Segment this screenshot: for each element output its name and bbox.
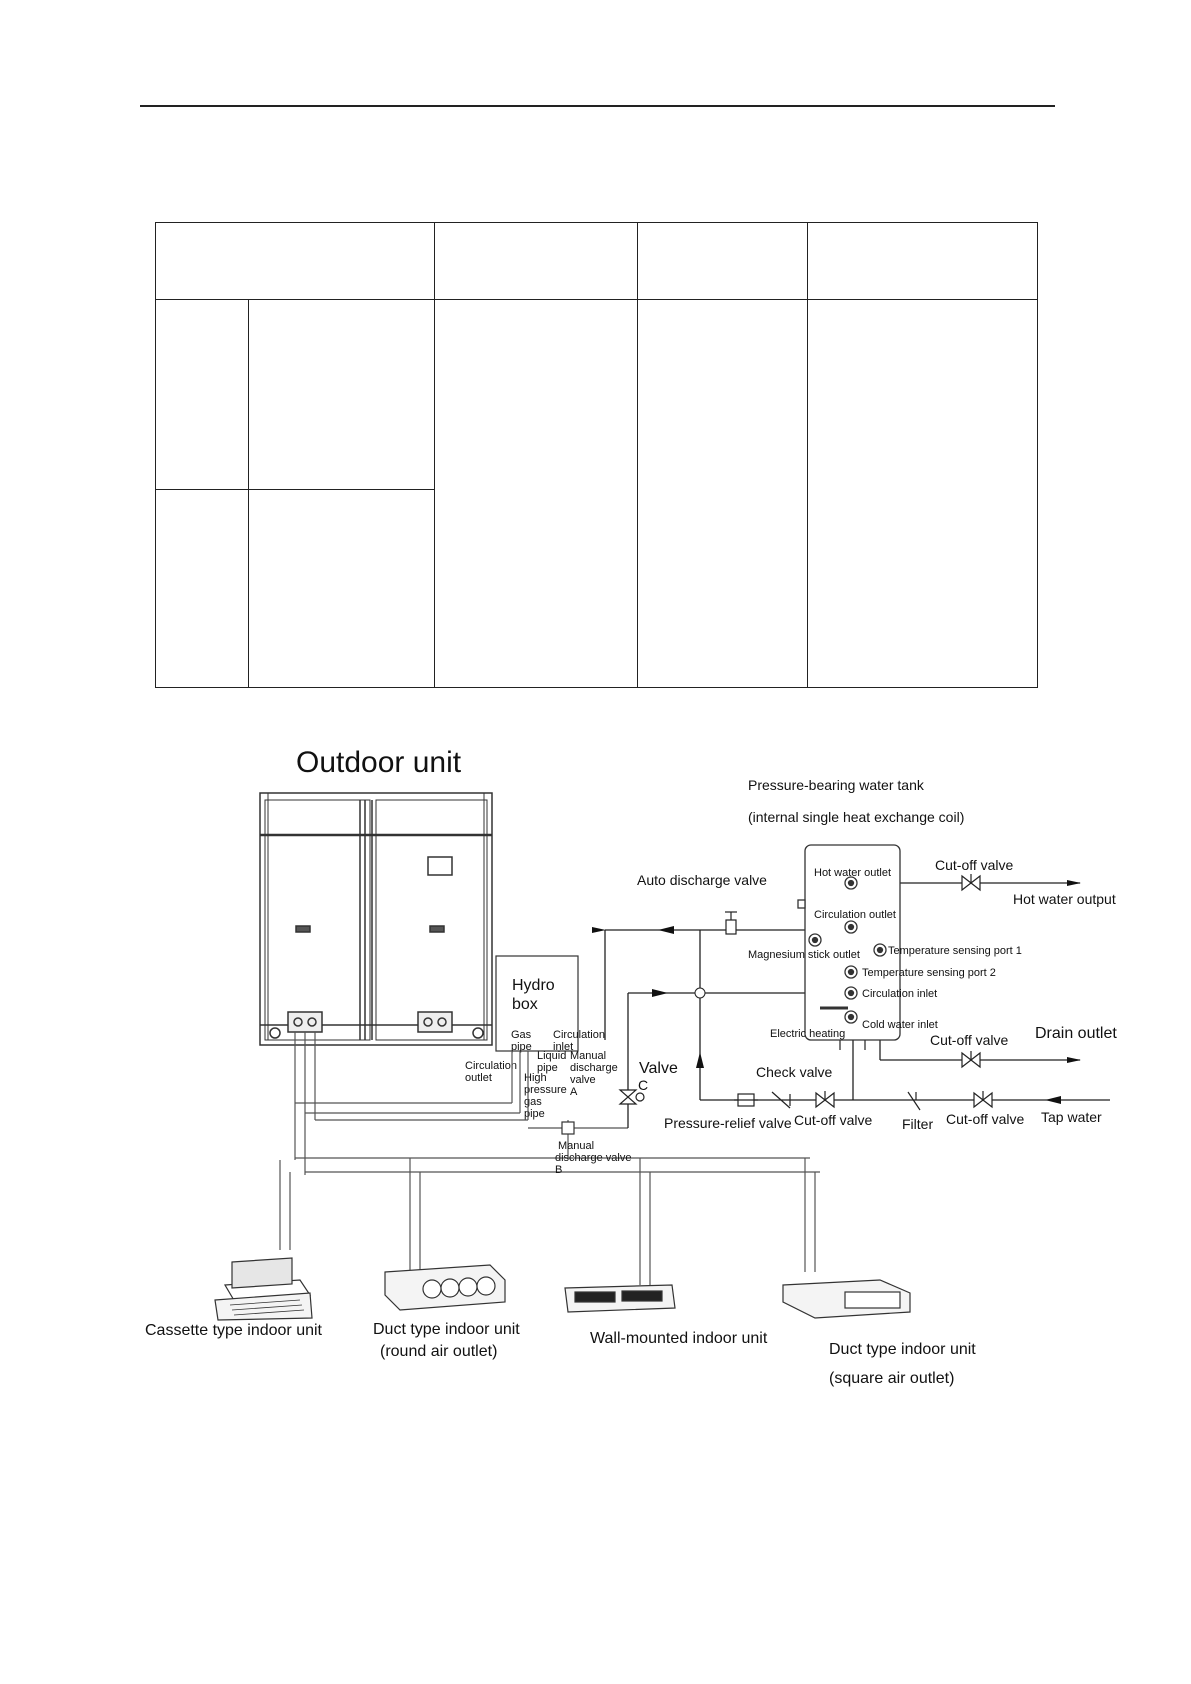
circ-inlet-label-1: Circulation [553, 1029, 605, 1041]
hp-gas-label-4: pipe [524, 1108, 545, 1120]
wall-mounted-indoor-unit-icon [564, 1284, 676, 1313]
mdv-a-label-3: valve [570, 1074, 596, 1086]
tank-subtitle: (internal single heat exchange coil) [748, 809, 964, 825]
gas-pipe-label-1: Gas [511, 1029, 532, 1041]
table-cell [248, 489, 435, 688]
mdv-a-label-2: discharge [570, 1062, 618, 1074]
drain-outlet-label: Drain outlet [1035, 1025, 1117, 1042]
hp-gas-label-3: gas [524, 1096, 542, 1108]
table-cell [155, 489, 249, 688]
flow-arrow-icon [652, 989, 668, 997]
valve-c-label-1: Valve [639, 1060, 678, 1077]
electric-heating-label: Electric heating [770, 1028, 845, 1040]
valve-c-icon [618, 1089, 645, 1105]
hydro-box-label-1: Hydro [512, 977, 555, 994]
cutoff-valve-hot-label: Cut-off valve [935, 857, 1014, 873]
liquid-pipe-label-1: Liquid [537, 1050, 566, 1062]
magnesium-stick-label: Magnesium stick outlet [748, 949, 860, 961]
hp-gas-label-1: High [524, 1072, 547, 1084]
cassette-unit-label: Cassette type indoor unit [145, 1322, 323, 1339]
filter-icon [907, 1091, 921, 1111]
gas-pipe-label-2: pipe [511, 1041, 532, 1053]
cutoff-valve-inlet-icon [815, 1091, 835, 1109]
flow-arrow-icon [658, 926, 674, 934]
tank-title: Pressure-bearing water tank [748, 777, 925, 793]
circ-outlet-label-1: Circulation [465, 1060, 517, 1072]
hydro-box [495, 955, 579, 1052]
valve-c-label-2: C [638, 1077, 648, 1093]
table-cell [637, 299, 808, 688]
temp-port-1-label: Temperature sensing port 1 [888, 945, 1022, 957]
duct-round-label-2: (round air outlet) [380, 1343, 497, 1360]
flow-arrow-icon [696, 1052, 704, 1068]
filter-label: Filter [902, 1116, 933, 1132]
outdoor-unit [259, 792, 493, 1046]
water-tank [797, 844, 901, 1050]
flow-arrow-icon [1045, 1096, 1061, 1104]
table-cell [807, 299, 1038, 688]
mdv-a-label-1: Manual [570, 1050, 606, 1062]
check-valve-icon [771, 1091, 791, 1109]
outdoor-unit-label: Outdoor unit [296, 746, 462, 779]
tap-water-label: Tap water [1041, 1109, 1102, 1125]
table-header-cell [807, 222, 1038, 300]
cutoff-valve-inlet-label: Cut-off valve [794, 1112, 873, 1128]
cutoff-valve-tap-icon [973, 1091, 993, 1109]
refrigerant-pipes [279, 1032, 820, 1285]
cold-water-inlet-label: Cold water inlet [862, 1019, 938, 1031]
pipe-crossover-icon [694, 987, 706, 999]
check-valve-label: Check valve [756, 1064, 832, 1080]
circ-inlet-label-2: inlet [553, 1041, 573, 1053]
header-rule [140, 105, 1055, 107]
duct-round-label-1: Duct type indoor unit [373, 1321, 520, 1338]
tank-circ-outlet-label: Circulation outlet [814, 909, 896, 921]
mdv-a-label-4: A [570, 1086, 578, 1098]
cutoff-valve-hot-icon [961, 874, 981, 892]
hot-water-outlet-label: Hot water outlet [814, 867, 891, 879]
mdv-b-label-2: discharge valve [555, 1152, 631, 1164]
auto-discharge-valve-label: Auto discharge valve [637, 872, 767, 888]
duct-square-label-2: (square air outlet) [829, 1370, 954, 1387]
mdv-b-label-1: Manual [558, 1140, 594, 1152]
hp-gas-label-2: pressure [524, 1084, 567, 1096]
liquid-pipe-label-2: pipe [537, 1062, 558, 1074]
table-cell [434, 299, 638, 688]
cutoff-valve-drain-label: Cut-off valve [930, 1032, 1009, 1048]
duct-round-indoor-unit-icon [384, 1264, 506, 1311]
auto-discharge-valve-icon [725, 911, 737, 935]
hydro-box-label-2: box [512, 996, 538, 1013]
cutoff-valve-tap-label: Cut-off valve [946, 1111, 1025, 1127]
tank-circ-inlet-label: Circulation inlet [862, 988, 937, 1000]
mdv-b-label-3: B [555, 1164, 562, 1176]
duct-square-indoor-unit-icon [782, 1279, 911, 1319]
manual-discharge-valve-b-icon [561, 1121, 575, 1135]
cassette-indoor-unit-icon [214, 1257, 313, 1321]
cutoff-valve-drain-icon [961, 1051, 981, 1069]
hot-water-output-label: Hot water output [1013, 891, 1116, 907]
pressure-relief-valve-icon [734, 1093, 758, 1107]
circ-outlet-label-2: outlet [465, 1072, 492, 1084]
table-header-cell [637, 222, 808, 300]
empty-spec-table [155, 222, 1038, 688]
temp-port-2-label: Temperature sensing port 2 [862, 967, 996, 979]
pressure-relief-valve-label: Pressure-relief valve [664, 1115, 792, 1131]
wall-unit-label: Wall-mounted indoor unit [590, 1330, 768, 1347]
duct-square-label-1: Duct type indoor unit [829, 1341, 976, 1358]
